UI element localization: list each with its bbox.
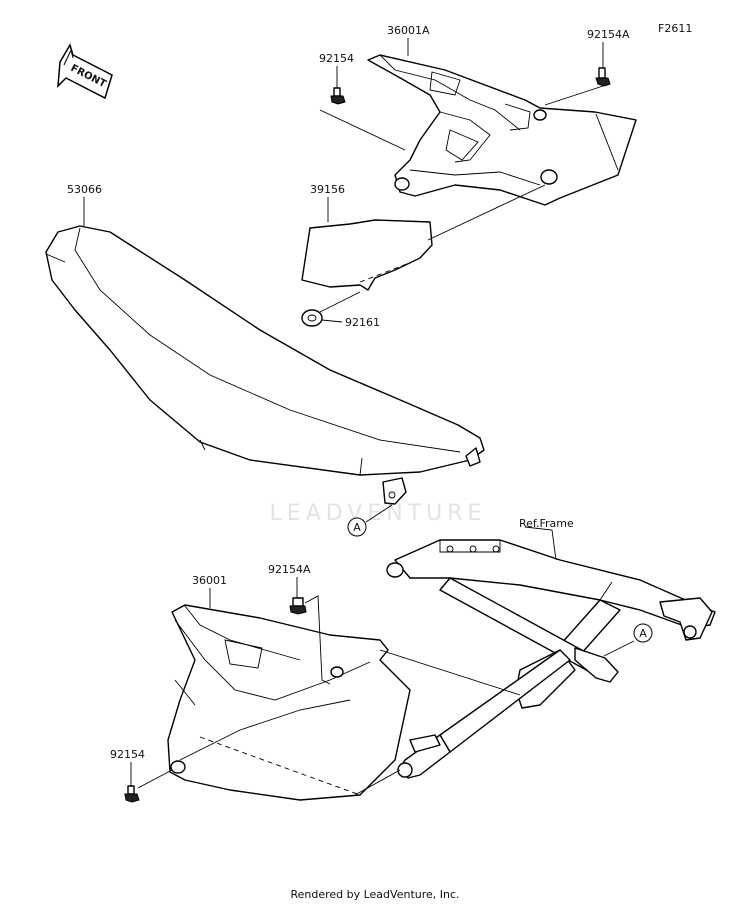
leader-cover-to-frame-upper bbox=[379, 649, 521, 696]
bolt-92154A-top bbox=[595, 67, 611, 87]
leader-bolt-top-right bbox=[544, 85, 604, 106]
leader-cover-to-frame bbox=[354, 769, 401, 796]
bolt-92154-top bbox=[330, 87, 346, 105]
label-92154-bottom: 92154 bbox=[110, 748, 145, 761]
label-92154A-bottom: 92154A bbox=[268, 563, 311, 576]
watermark-text: LEADVENTURE bbox=[270, 501, 487, 526]
label-36001: 36001 bbox=[192, 574, 227, 587]
front-arrow-icon: FRONT bbox=[57, 43, 113, 100]
dashed-cover-to-frame bbox=[199, 736, 361, 796]
label-53066: 53066 bbox=[67, 183, 102, 196]
side-cover-right bbox=[367, 54, 637, 206]
svg-text:A: A bbox=[639, 627, 647, 640]
figure-id: F2611 bbox=[658, 22, 692, 35]
label-ref-frame: Ref.Frame bbox=[519, 517, 574, 530]
label-39156: 39156 bbox=[310, 183, 345, 196]
bolt-92154A-bottom bbox=[289, 595, 331, 685]
bolt-92154-bottom bbox=[124, 769, 173, 803]
seat-53066 bbox=[45, 225, 485, 505]
leader-callout-a1 bbox=[365, 504, 393, 523]
label-92161: 92161 bbox=[345, 316, 380, 329]
svg-text:A: A bbox=[353, 521, 361, 534]
label-92154A-top: 92154A bbox=[587, 28, 630, 41]
side-cover-left bbox=[167, 604, 411, 801]
credit-text: Rendered by LeadVenture, Inc. bbox=[290, 888, 459, 901]
leader-callout-a2 bbox=[603, 640, 635, 657]
label-36001A: 36001A bbox=[387, 24, 430, 37]
leader-ref-frame bbox=[524, 526, 557, 561]
leader-bolt-top-left bbox=[319, 109, 406, 151]
pad-39156 bbox=[301, 184, 546, 291]
grommet-92161 bbox=[301, 291, 361, 327]
sub-frame bbox=[386, 539, 716, 779]
callout-a1: A bbox=[347, 517, 367, 537]
label-92154-top: 92154 bbox=[319, 52, 354, 65]
leader-pad-to-cover bbox=[427, 184, 546, 241]
callout-a2: A bbox=[633, 623, 653, 643]
